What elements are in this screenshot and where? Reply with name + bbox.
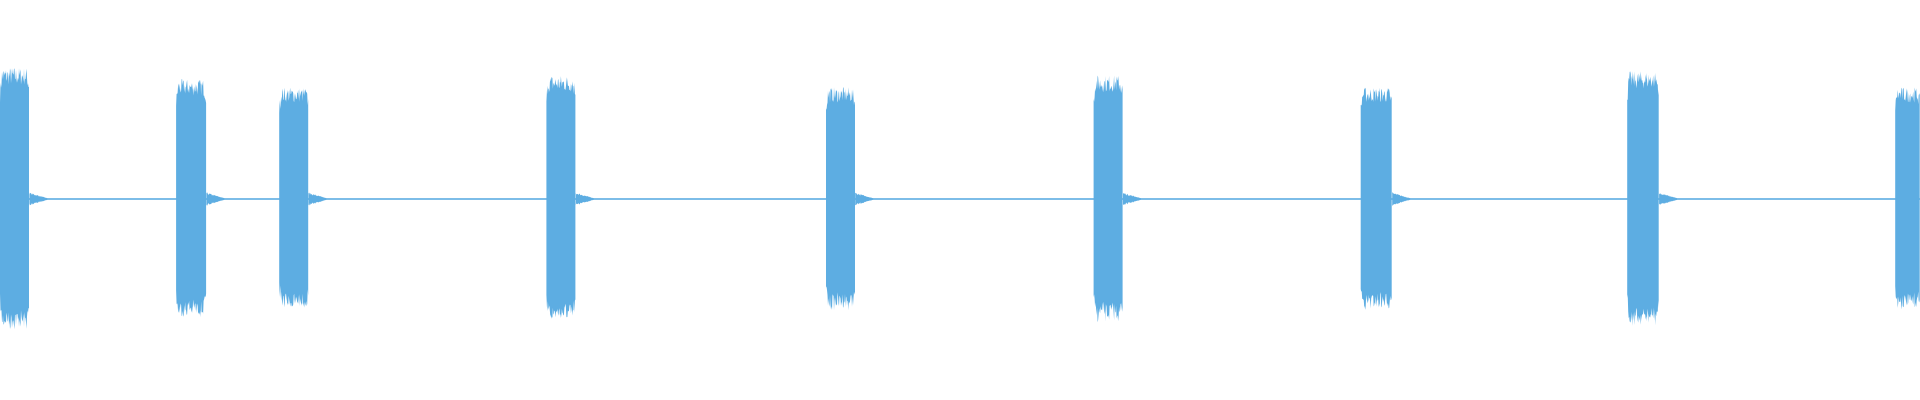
waveform-burst [826, 87, 874, 311]
waveform-burst-tail [308, 192, 327, 206]
waveform-burst-shape [1627, 71, 1659, 326]
waveform-burst-tail [29, 192, 48, 206]
waveform-burst [1895, 87, 1920, 310]
waveform-burst-tail [855, 192, 874, 206]
waveform-burst [1627, 71, 1678, 326]
waveform-burst-tail [206, 192, 225, 206]
waveform-burst [546, 76, 594, 319]
waveform-burst-shape [0, 68, 29, 330]
waveform-burst [1093, 75, 1141, 323]
waveform-burst-shape [1895, 87, 1920, 310]
waveform-burst-tail [1392, 192, 1411, 206]
waveform-burst-shape [1360, 87, 1392, 310]
waveform-burst-shape [176, 79, 207, 318]
waveform-burst-shape [826, 87, 855, 311]
waveform-burst [0, 68, 48, 330]
waveform-burst-tail [575, 193, 594, 205]
waveform-baseline [0, 198, 1920, 200]
waveform-burst [279, 87, 327, 308]
waveform-burst-shape [279, 87, 309, 308]
waveform-peaks [0, 68, 1920, 330]
waveform-burst-tail [1659, 193, 1678, 205]
waveform-burst [1360, 87, 1411, 310]
waveform-burst [176, 79, 225, 318]
waveform-burst-tail [1123, 193, 1141, 205]
waveform-burst-shape [546, 76, 576, 319]
waveform-burst-shape [1093, 75, 1123, 323]
